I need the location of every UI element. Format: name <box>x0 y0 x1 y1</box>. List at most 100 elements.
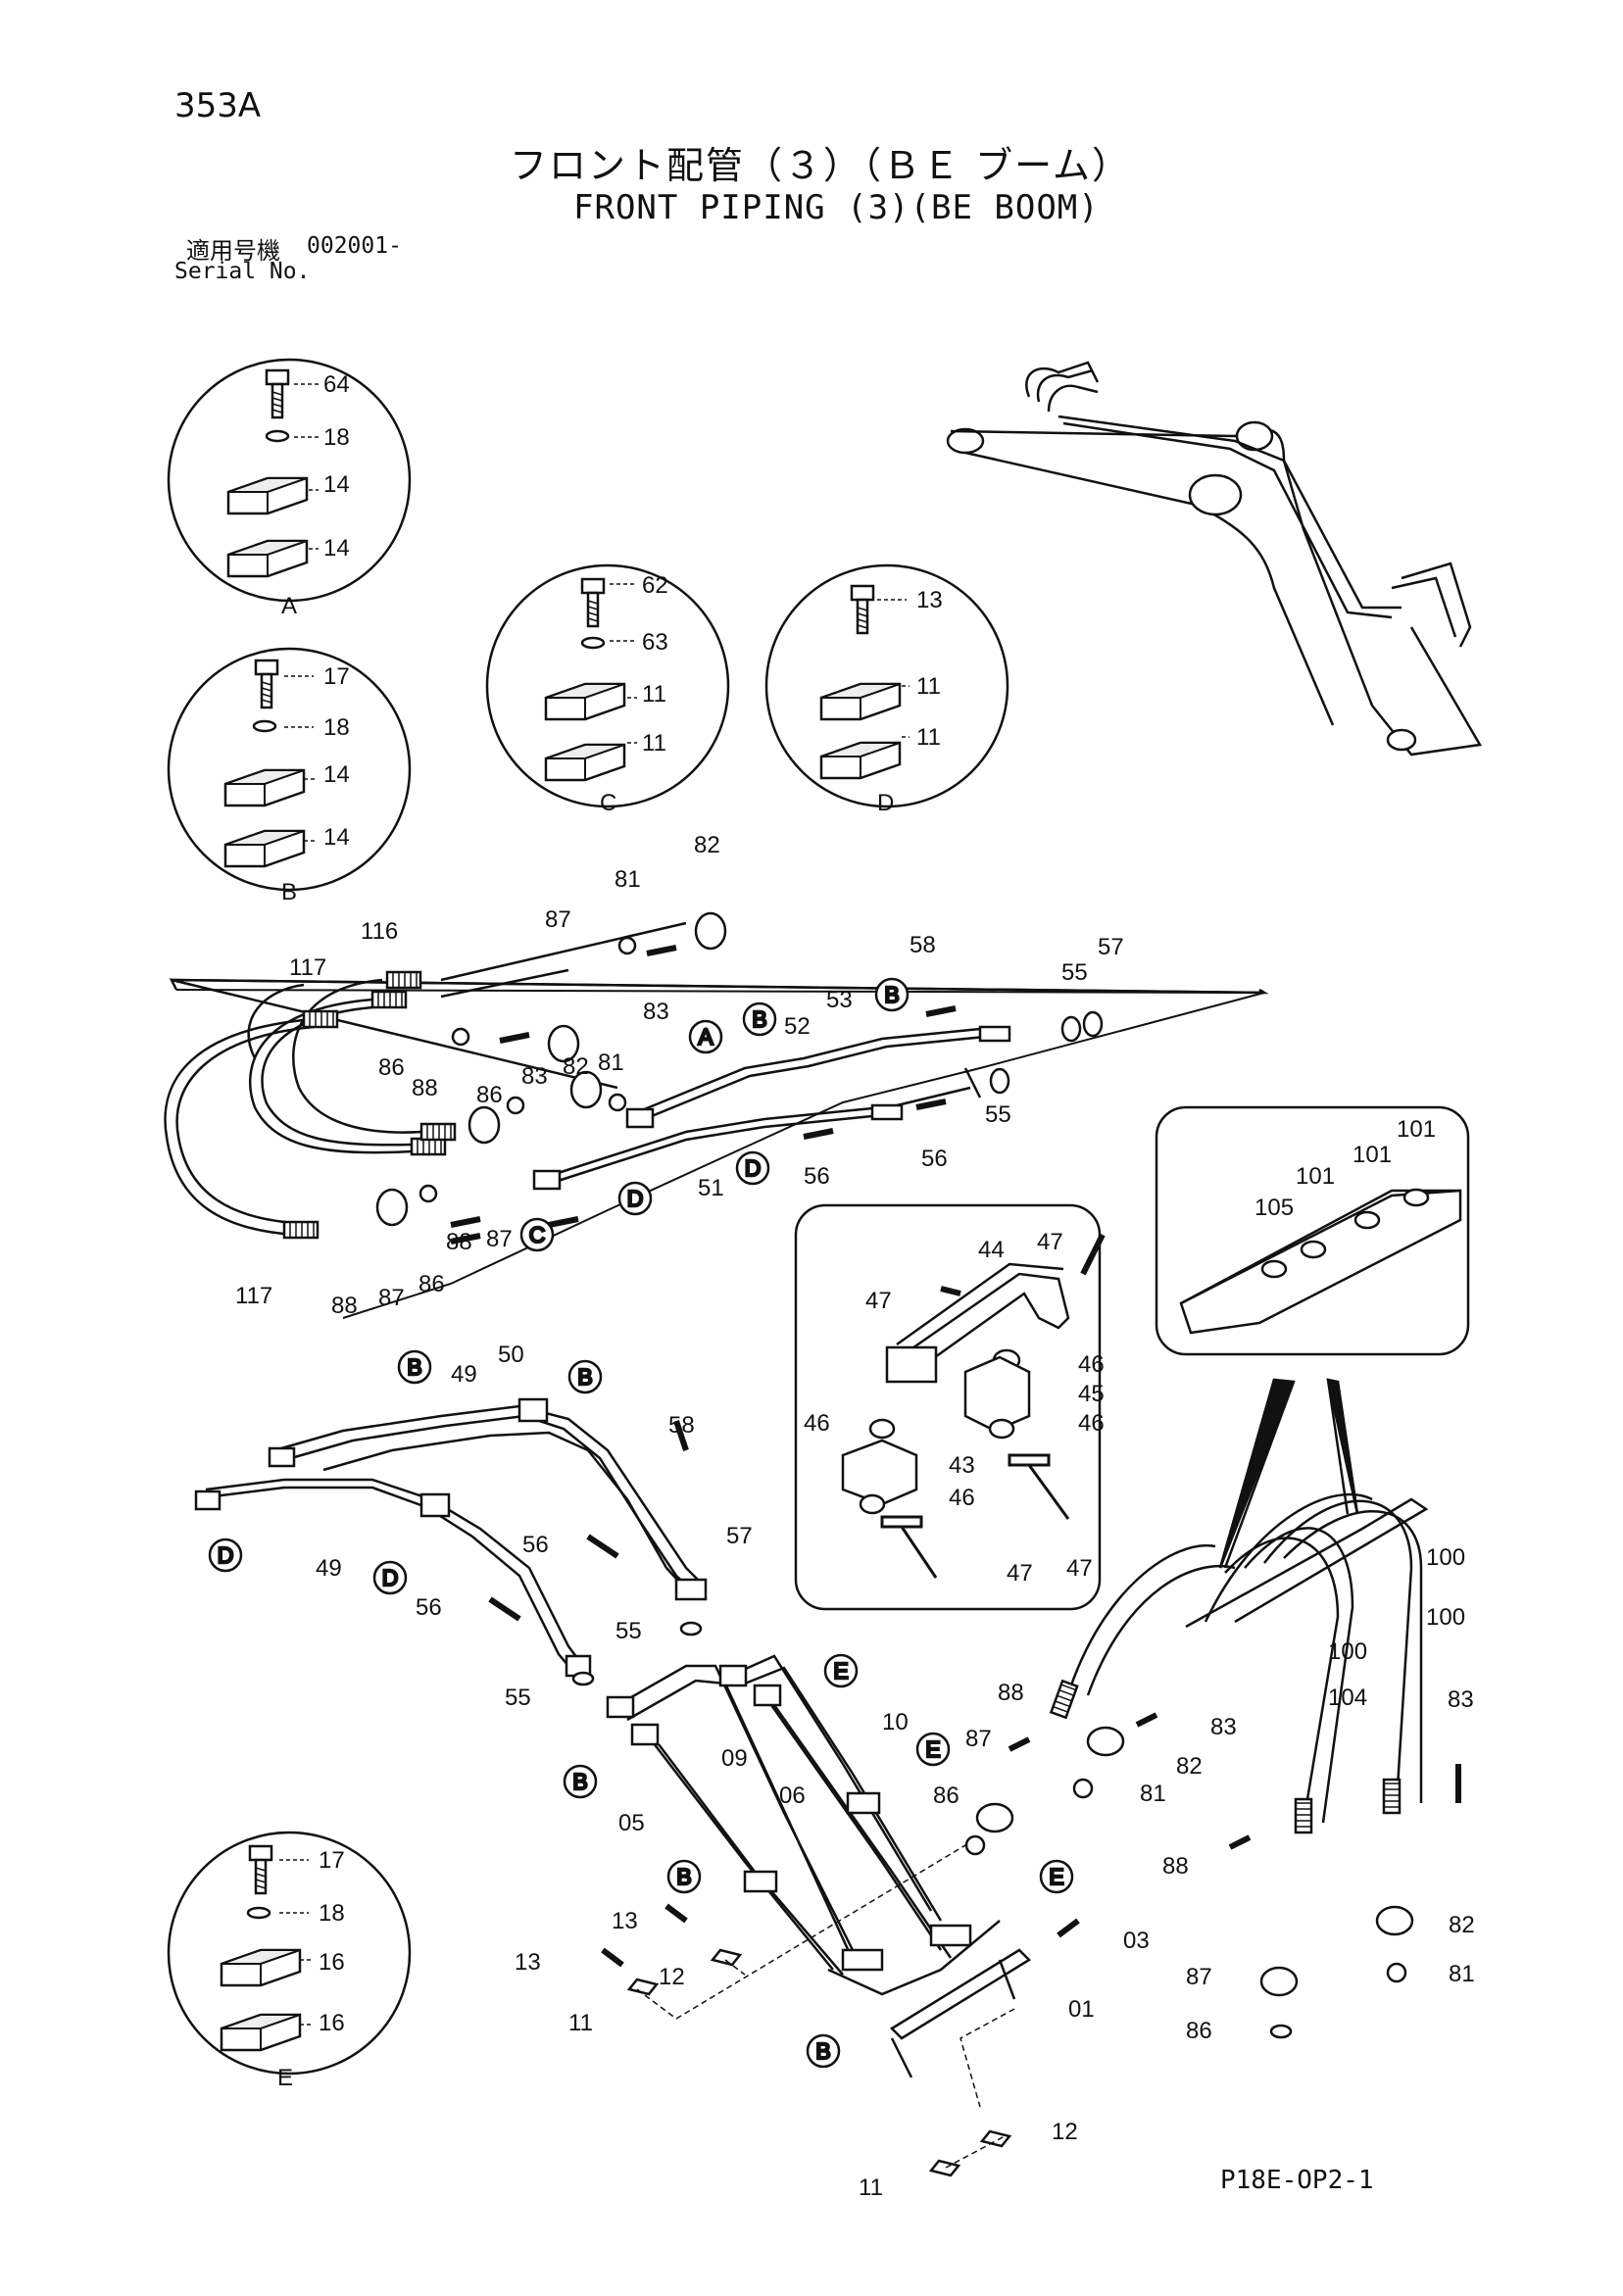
callout-101: 101 <box>1397 1116 1436 1143</box>
callout-64: 64 <box>323 371 350 398</box>
callout-46: 46 <box>804 1410 830 1437</box>
callout-12: 12 <box>659 1964 685 1990</box>
serial-label-japanese: 適用号機 <box>186 237 280 265</box>
callout-47: 47 <box>865 1288 892 1314</box>
callout-56: 56 <box>921 1146 948 1172</box>
callout-44: 44 <box>978 1237 1005 1263</box>
callout-83: 83 <box>521 1063 548 1090</box>
callout-105: 105 <box>1254 1195 1294 1221</box>
callouts-upper: 116 117 87 81 82 83 86 88 83 82 81 86 88… <box>235 832 1124 1319</box>
callout-57: 57 <box>1098 934 1124 960</box>
callout-13: 13 <box>515 1949 541 1976</box>
callout-50: 50 <box>498 1342 524 1368</box>
page-number: 353A <box>174 86 262 125</box>
detail-circle-b: 17 18 14 14 B <box>167 647 412 905</box>
callout-11: 11 <box>642 681 666 708</box>
callout-56: 56 <box>416 1594 442 1621</box>
callout-46: 46 <box>949 1485 975 1511</box>
callout-87: 87 <box>545 906 571 933</box>
marker-b: B <box>884 982 899 1007</box>
callout-49: 49 <box>451 1361 477 1388</box>
callouts-lower: 100 100 100 104 88 83 87 82 86 81 83 82 … <box>515 1544 1475 2201</box>
callout-09: 09 <box>721 1745 748 1772</box>
callout-83: 83 <box>643 999 669 1025</box>
callouts-middle: 49 50 49 58 56 57 56 55 55 <box>316 1342 753 1711</box>
callout-51: 51 <box>698 1175 724 1201</box>
callout-52: 52 <box>784 1013 811 1040</box>
callout-86: 86 <box>476 1082 503 1108</box>
marker-e: E <box>1049 1864 1063 1889</box>
callout-05: 05 <box>618 1810 645 1836</box>
callout-47: 47 <box>1037 1229 1063 1255</box>
connector-detail-box <box>1155 1105 1470 1569</box>
callout-14: 14 <box>323 535 350 562</box>
callout-117: 117 <box>289 954 326 981</box>
callout-81: 81 <box>598 1050 624 1076</box>
callout-101: 101 <box>1352 1142 1392 1168</box>
marker-e: E <box>833 1658 848 1684</box>
callout-57: 57 <box>726 1523 753 1549</box>
callout-58: 58 <box>910 932 936 958</box>
callout-46: 46 <box>1078 1351 1105 1378</box>
callout-82: 82 <box>1449 1912 1475 1938</box>
callout-104: 104 <box>1328 1685 1367 1711</box>
marker-d: D <box>382 1565 399 1590</box>
callout-11: 11 <box>916 724 941 751</box>
callout-86: 86 <box>418 1271 445 1297</box>
serial-number-value: 002001- <box>307 233 402 259</box>
callout-53: 53 <box>826 987 853 1013</box>
callouts-connector: 101 101 101 105 <box>1254 1116 1436 1221</box>
callout-58: 58 <box>668 1412 695 1439</box>
callout-47: 47 <box>1007 1560 1033 1587</box>
callout-86: 86 <box>378 1054 405 1081</box>
callout-17: 17 <box>323 663 350 690</box>
callout-55: 55 <box>1061 959 1088 986</box>
upper-hose-assembly <box>164 911 1269 1319</box>
callout-82: 82 <box>563 1053 589 1080</box>
callout-87: 87 <box>1186 1964 1212 1990</box>
callout-83: 83 <box>1210 1714 1237 1740</box>
callout-06: 06 <box>779 1783 806 1809</box>
marker-b: B <box>815 2038 830 2064</box>
callout-86: 86 <box>1186 2018 1212 2044</box>
marker-b: B <box>407 1354 421 1380</box>
detail-circle-d: 13 11 11 D <box>764 563 1009 816</box>
callout-88: 88 <box>412 1075 438 1101</box>
callout-12: 12 <box>1052 2119 1078 2145</box>
callout-55: 55 <box>615 1618 642 1644</box>
callout-88: 88 <box>331 1293 358 1319</box>
callout-13: 13 <box>612 1908 638 1934</box>
callout-56: 56 <box>522 1532 549 1558</box>
callout-81: 81 <box>1140 1781 1166 1807</box>
lower-pipe-assembly <box>601 1492 1461 2177</box>
callout-100: 100 <box>1426 1544 1465 1571</box>
callout-81: 81 <box>1449 1961 1475 1987</box>
callout-63: 63 <box>642 629 668 656</box>
callout-43: 43 <box>949 1452 975 1479</box>
callout-18: 18 <box>319 1900 345 1927</box>
callout-88: 88 <box>998 1680 1024 1706</box>
marker-b: B <box>572 1769 587 1794</box>
callout-13: 13 <box>916 587 943 613</box>
detail-label-b: B <box>281 879 297 905</box>
callout-88: 88 <box>446 1229 472 1255</box>
callout-03: 03 <box>1123 1928 1150 1954</box>
marker-d: D <box>627 1186 644 1211</box>
callout-83: 83 <box>1448 1686 1474 1713</box>
detail-label-c: C <box>600 790 616 816</box>
callout-14: 14 <box>323 761 350 788</box>
marker-b: B <box>752 1006 766 1032</box>
callout-82: 82 <box>694 832 720 858</box>
detail-circle-a: 64 18 14 14 A <box>167 358 412 619</box>
callout-81: 81 <box>615 866 641 893</box>
callout-46: 46 <box>1078 1410 1105 1437</box>
detail-circle-c: 62 63 11 11 C <box>485 563 730 816</box>
callout-100: 100 <box>1426 1604 1465 1631</box>
callout-55: 55 <box>985 1101 1011 1128</box>
callout-56: 56 <box>804 1163 830 1190</box>
detail-circle-e: 17 18 16 16 E <box>167 1831 412 2091</box>
callouts-inset: 44 47 47 46 45 46 46 43 46 47 47 <box>804 1229 1105 1587</box>
page-title-japanese: フロント配管（３）（ＢＥ ブーム） <box>510 144 1131 187</box>
callout-10: 10 <box>882 1709 909 1735</box>
callout-47: 47 <box>1066 1555 1093 1582</box>
